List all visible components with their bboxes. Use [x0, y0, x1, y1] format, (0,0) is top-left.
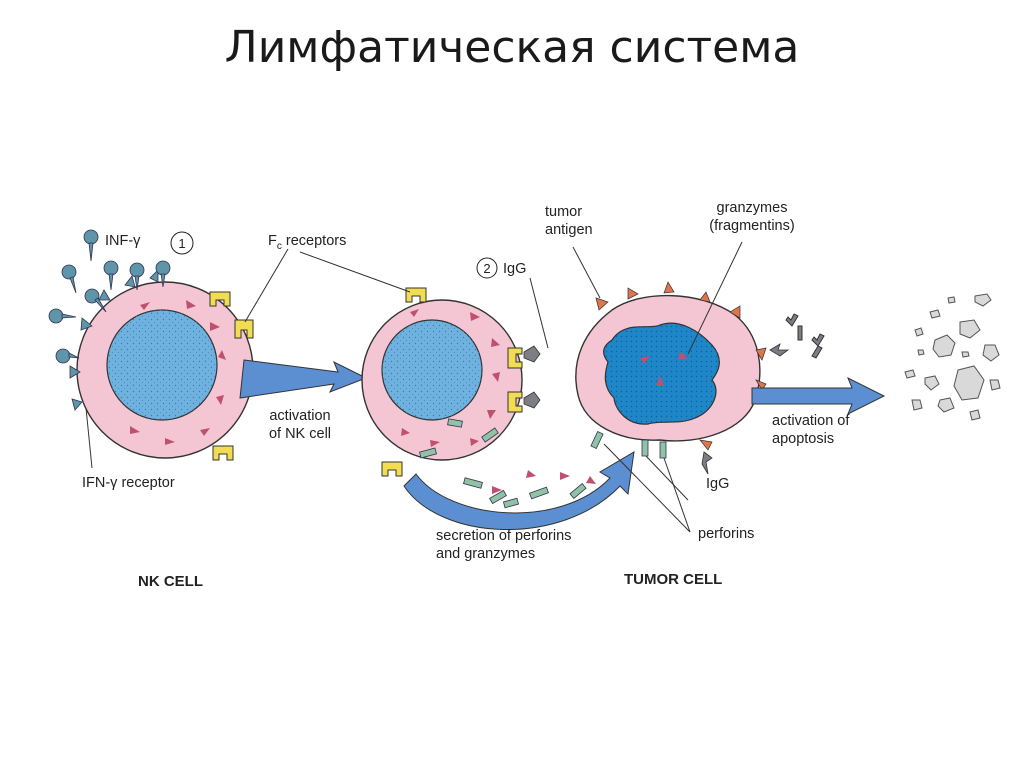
free-igg	[785, 313, 825, 359]
tumor-cell	[575, 281, 790, 475]
igg-bound	[523, 345, 541, 409]
step-1-circle	[170, 231, 194, 255]
label-step-1: 1	[178, 236, 185, 251]
inf-gamma-molecules	[48, 229, 171, 364]
label-step-2: 2	[483, 261, 490, 276]
tumor-igg	[701, 343, 790, 475]
tumor-antigens	[595, 281, 767, 451]
secreted-granules	[492, 470, 596, 494]
label-fc-receptors: Fc receptors	[268, 233, 346, 252]
label-nk-cell: NK CELL	[138, 573, 203, 590]
label-activation-nk-2: of NK cell	[269, 426, 331, 442]
secreted-perforins	[463, 477, 587, 509]
nk-cell-2-granules	[401, 309, 500, 447]
nk-cell-1-granules	[130, 300, 226, 445]
tumor-granzymes	[640, 352, 688, 386]
label-igg-bottom: IgG	[706, 476, 729, 492]
leader-lines	[85, 241, 743, 533]
label-activation-apoptosis-1: activation of	[772, 413, 850, 429]
slide-title: Лимфатическая система	[224, 22, 800, 73]
nk-cell-activated	[361, 287, 541, 477]
label-granzymes-1: granzymes	[717, 200, 788, 216]
apoptotic-debris	[904, 293, 1001, 421]
label-perforins: perforins	[698, 526, 754, 542]
activation-arrow-1	[239, 359, 368, 399]
ifn-gamma-receptors	[69, 269, 159, 411]
perforins-inside	[419, 418, 499, 459]
label-tumor-cell: TUMOR CELL	[624, 571, 722, 588]
nk-cell-resting	[48, 229, 254, 461]
label-activation-apoptosis-2: apoptosis	[772, 431, 834, 447]
label-ifn-receptor: IFN-γ receptor	[82, 475, 175, 491]
label-igg-top: IgG	[503, 261, 526, 277]
label-granzymes-2: (fragmentins)	[709, 218, 794, 234]
fc-receptors-cell1	[209, 291, 254, 461]
label-tumor-antigen-1: tumor	[545, 204, 582, 220]
label-secretion-2: and granzymes	[436, 546, 535, 562]
step-2-circle	[476, 257, 498, 279]
fc-receptors-cell2	[381, 287, 523, 477]
label-activation-nk-1: activation	[269, 408, 330, 424]
membrane-perforins	[590, 430, 667, 459]
apoptosis-arrow	[751, 376, 886, 416]
secretion-arrow	[403, 451, 635, 531]
label-secretion-1: secretion of perforins	[436, 528, 571, 544]
label-inf-gamma: INF-γ	[105, 233, 141, 249]
label-tumor-antigen-2: antigen	[545, 222, 593, 238]
